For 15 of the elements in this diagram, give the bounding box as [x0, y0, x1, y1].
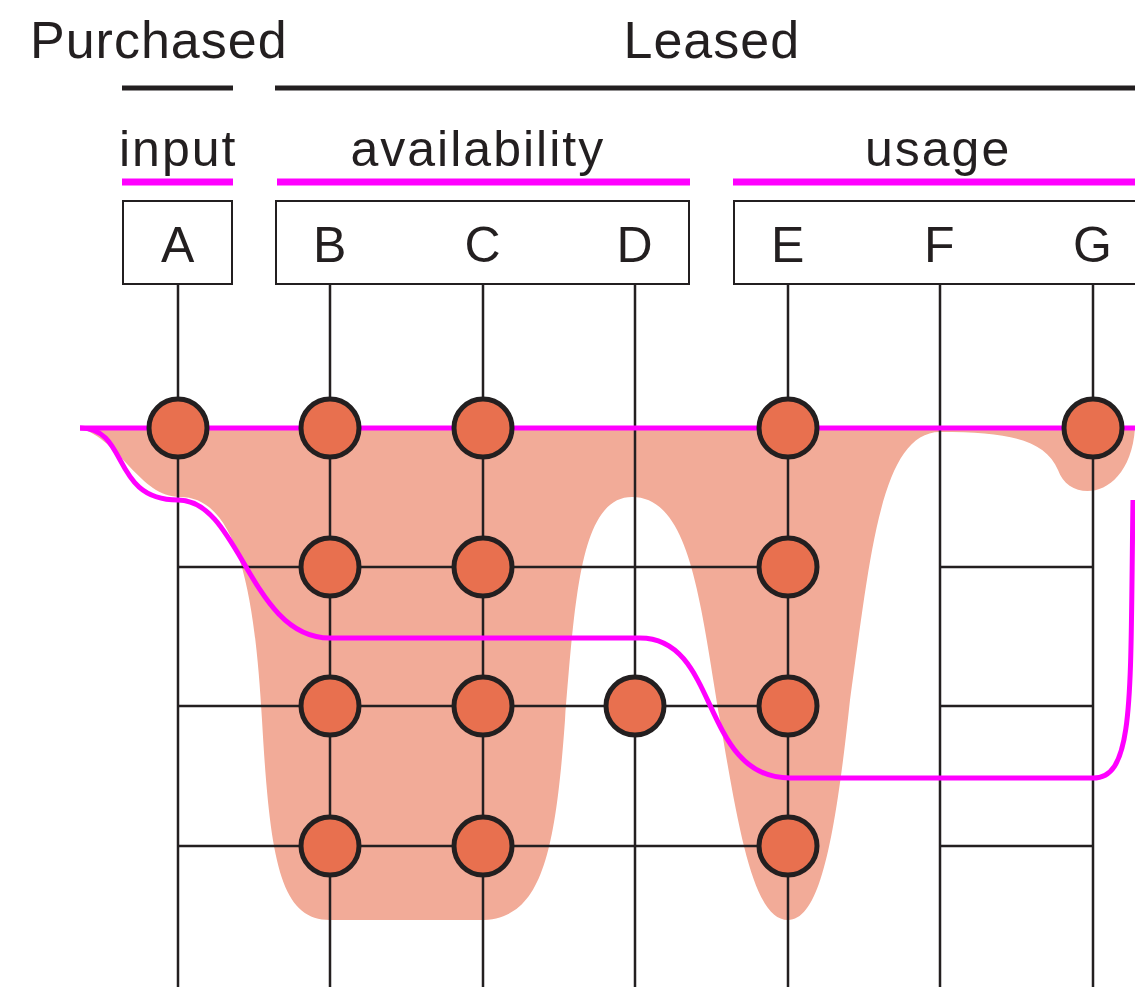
column-group-box — [733, 200, 1135, 285]
group-heading: input — [119, 124, 238, 174]
column-letter: G — [1073, 220, 1112, 270]
column-letter: A — [161, 220, 195, 270]
column-letter: F — [924, 220, 955, 270]
column-group-box — [275, 200, 690, 285]
column-letter: D — [616, 220, 653, 270]
column-letter: B — [313, 220, 347, 270]
column-group-box — [122, 200, 233, 285]
column-letter: C — [464, 220, 501, 270]
column-letter: E — [771, 220, 805, 270]
section-heading: Purchased — [30, 14, 288, 66]
section-heading: Leased — [623, 14, 801, 66]
group-heading: availability — [350, 124, 606, 174]
group-heading: usage — [865, 124, 1012, 174]
